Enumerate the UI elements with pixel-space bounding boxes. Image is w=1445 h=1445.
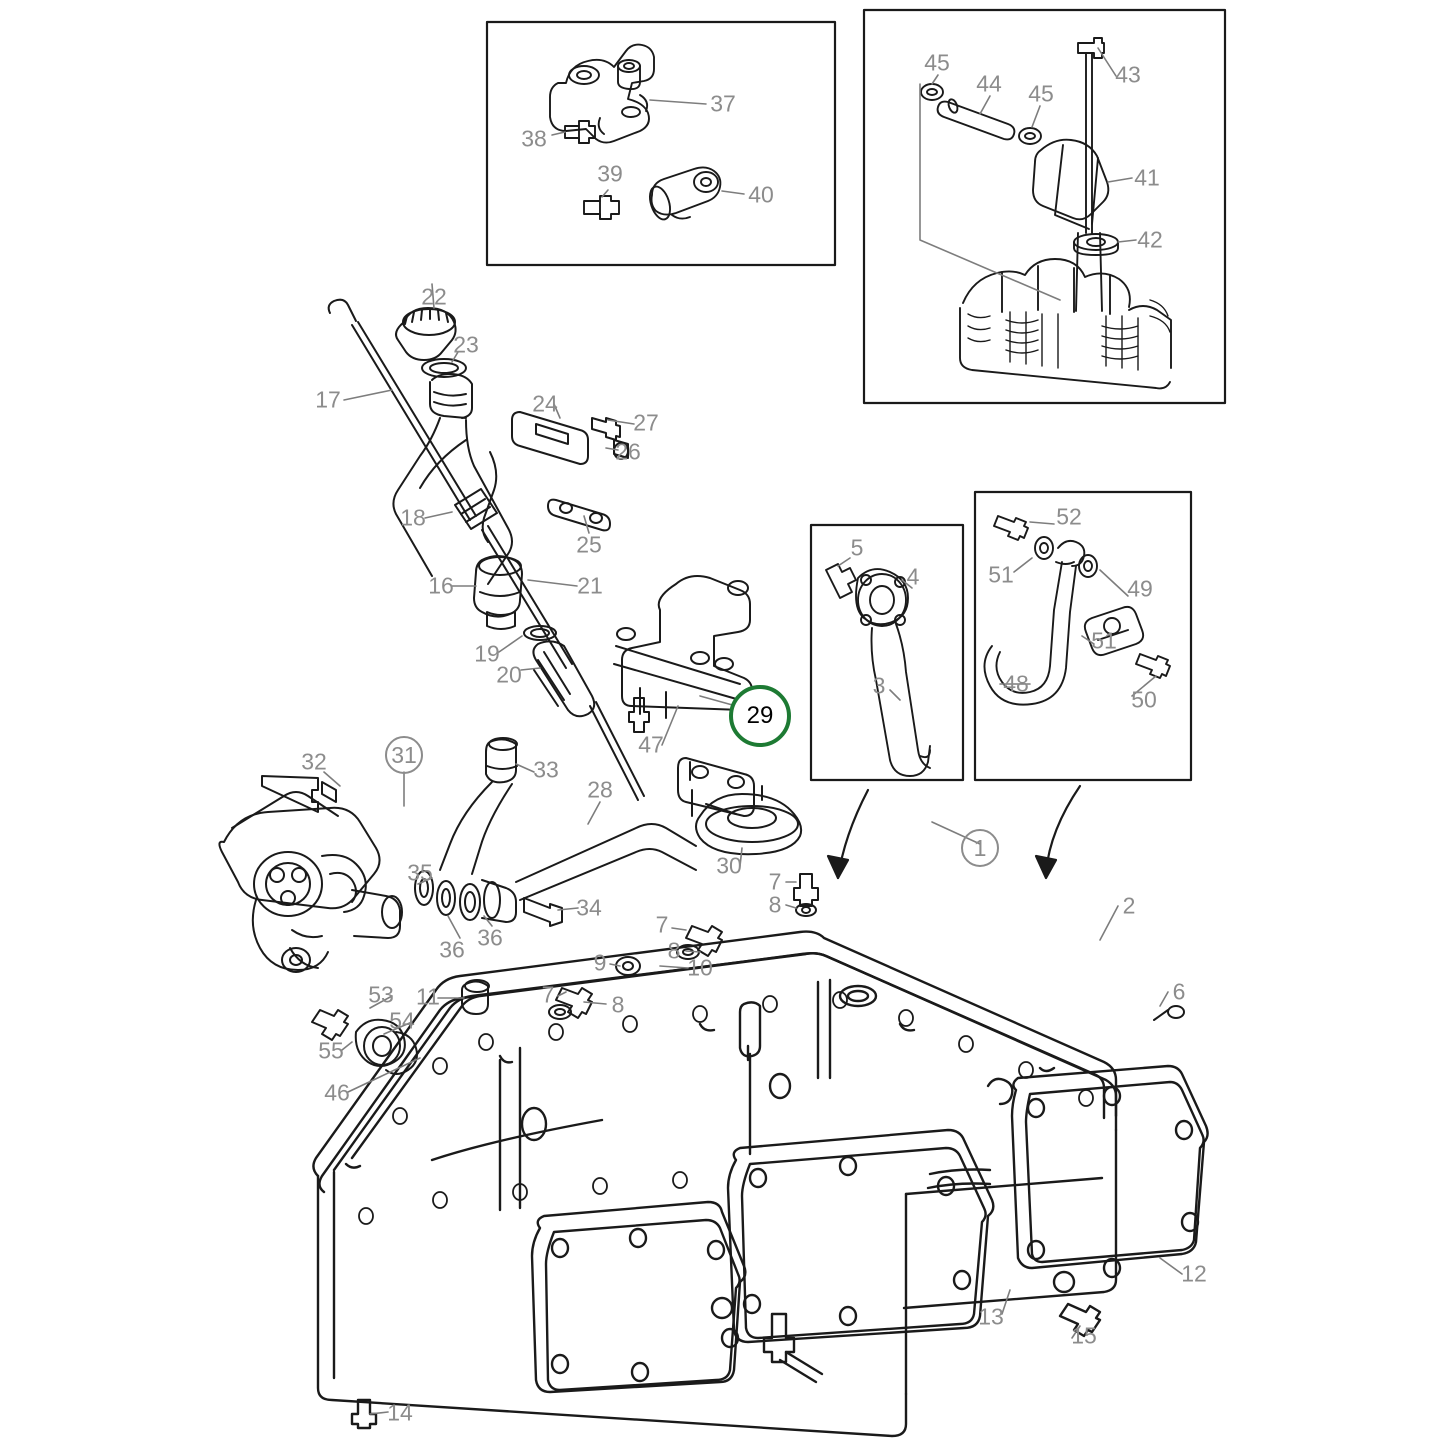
inset-dip-tube	[983, 515, 1171, 706]
callout-31: 31	[385, 736, 423, 774]
callout-50: 50	[1131, 686, 1157, 713]
dipstick-assembly	[327, 298, 645, 801]
callout-9: 9	[593, 949, 607, 976]
callout-28: 28	[587, 776, 613, 803]
oil-pan-part-2	[312, 930, 1209, 1438]
callout-36a: 36	[439, 936, 465, 963]
callout-40: 40	[748, 181, 774, 208]
callout-30: 30	[716, 852, 742, 879]
callout-8a: 8	[768, 891, 782, 918]
callout-53: 53	[368, 981, 394, 1008]
callout-7b: 7	[655, 911, 669, 938]
oil-pump-assembly-31	[218, 737, 697, 973]
callout-47: 47	[638, 731, 664, 758]
callout-32: 32	[301, 748, 327, 775]
callout-35: 35	[407, 859, 433, 886]
callout-3: 3	[872, 672, 886, 699]
callout-5: 5	[850, 534, 864, 561]
callout-10: 10	[687, 954, 713, 981]
callout-44: 44	[976, 70, 1002, 97]
callout-1: 1	[961, 829, 999, 867]
callout-25: 25	[576, 531, 602, 558]
callout-7c: 7	[541, 981, 555, 1008]
callout-13: 13	[978, 1303, 1004, 1330]
callout-21: 21	[577, 572, 603, 599]
callout-36b: 36	[477, 924, 503, 951]
callout-38: 38	[521, 125, 547, 152]
callout-14: 14	[387, 1399, 413, 1426]
callout-45a: 45	[924, 49, 950, 76]
callout-8b: 8	[667, 937, 681, 964]
callout-55: 55	[318, 1037, 344, 1064]
callout-52: 52	[1056, 503, 1082, 530]
callout-37: 37	[710, 90, 736, 117]
inset-bolt-part-38	[564, 120, 596, 144]
callout-54: 54	[389, 1007, 415, 1034]
inset-bolt-part-39	[583, 195, 620, 220]
inset-panel-bracket	[485, 20, 837, 267]
callout-11: 11	[416, 983, 440, 1010]
callout-12: 12	[1181, 1260, 1207, 1287]
callout-45b: 45	[1028, 80, 1054, 107]
callout-23: 23	[453, 331, 479, 358]
assembly-arrows	[826, 784, 1082, 880]
inset-panel-flange	[809, 523, 965, 782]
callout-42: 42	[1137, 226, 1163, 253]
callout-43: 43	[1115, 61, 1141, 88]
callout-22: 22	[421, 283, 447, 310]
inset-lever-part-40	[649, 166, 722, 221]
callout-29-highlighted: 29	[729, 685, 791, 747]
callout-34: 34	[576, 894, 602, 921]
callout-49: 49	[1127, 575, 1153, 602]
callout-51b: 51	[1091, 627, 1117, 654]
callout-16: 16	[428, 572, 454, 599]
inset-bracket-part-37	[549, 43, 655, 144]
callout-20: 20	[496, 661, 522, 688]
callout-33: 33	[533, 756, 559, 783]
inset-actuator-assembly	[920, 37, 1172, 390]
callout-27: 27	[633, 409, 659, 436]
callout-51a: 51	[988, 561, 1014, 588]
callout-26: 26	[615, 438, 641, 465]
callout-17: 17	[315, 386, 341, 413]
callout-18: 18	[400, 504, 426, 531]
callout-7a: 7	[768, 868, 782, 895]
callout-4: 4	[906, 563, 920, 590]
pan-fasteners	[311, 873, 1185, 1075]
callout-19: 19	[474, 640, 500, 667]
callout-6: 6	[1172, 978, 1186, 1005]
callout-46: 46	[324, 1079, 350, 1106]
callout-39: 39	[597, 160, 623, 187]
callout-8c: 8	[611, 991, 625, 1018]
callout-15: 15	[1071, 1322, 1097, 1349]
inset-flange-tube	[825, 563, 931, 777]
callout-48: 48	[1003, 670, 1029, 697]
callout-2: 2	[1122, 892, 1136, 919]
callout-41: 41	[1134, 164, 1160, 191]
callout-24: 24	[532, 390, 558, 417]
oil-pickup-part-30	[677, 757, 803, 856]
